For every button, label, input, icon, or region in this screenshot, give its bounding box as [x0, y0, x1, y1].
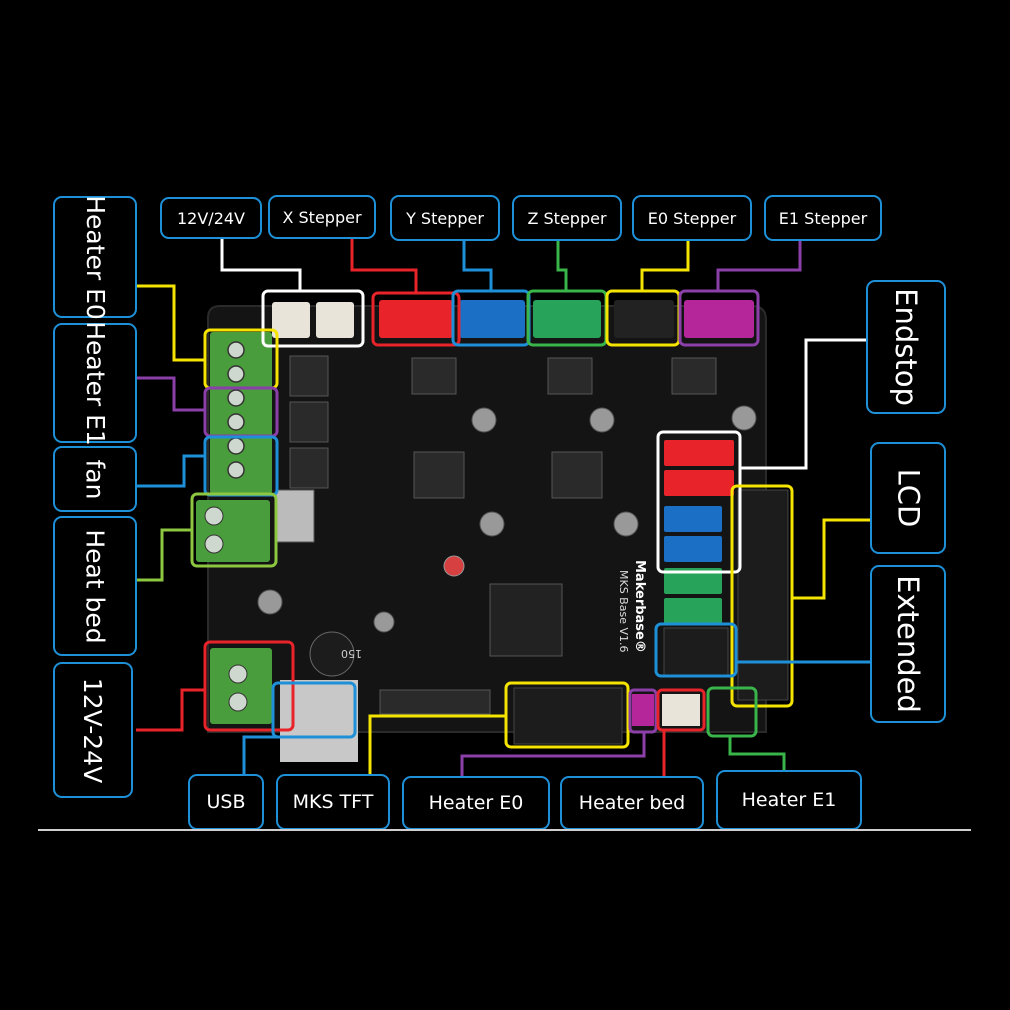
leader-z-stepper: [556, 240, 568, 291]
label-y-stepper: Y Stepper: [390, 195, 500, 241]
board-components: [257, 355, 757, 715]
inductor-text: 150: [341, 647, 362, 660]
label-left-heater-e1-text: Heater E1: [80, 320, 110, 446]
leader-x-stepper: [350, 238, 418, 293]
top-connectors: [272, 300, 754, 338]
leader-power: [136, 688, 205, 732]
label-left-heater-e0: Heater E0: [53, 194, 137, 320]
label-e0-stepper-text: E0 Stepper: [647, 208, 737, 228]
leader-heater-e1-bottom: [728, 736, 786, 772]
y-stepper-connector: [459, 300, 525, 338]
label-top-power: 12V/24V: [160, 197, 262, 239]
leader-e0-stepper: [640, 240, 690, 291]
power-connector-1: [272, 302, 310, 338]
leader-heat-bed: [136, 528, 192, 582]
label-bottom-heater-e0: Heater E0: [402, 776, 550, 830]
leader-top-power: [220, 238, 302, 291]
label-mks-tft: MKS TFT: [276, 774, 390, 830]
baseline-divider: [38, 829, 971, 831]
label-e1-stepper: E1 Stepper: [764, 195, 882, 241]
label-mks-tft-text: MKS TFT: [292, 791, 374, 813]
leader-endstop: [740, 338, 866, 470]
label-e0-stepper: E0 Stepper: [632, 195, 752, 241]
board-brand-text: Makerbase®: [632, 560, 647, 653]
highlight-boxes: [190, 289, 794, 749]
terminal-block-power: [210, 648, 272, 724]
label-right-extended-text: Extended: [891, 575, 925, 713]
label-left-heat-bed-text: Heat bed: [80, 528, 110, 644]
highlight-extended: [654, 622, 738, 678]
label-left-heater-e1: Heater E1: [53, 320, 137, 446]
bottom-heater-connector: [662, 694, 700, 726]
board-model-text: MKS Base V1.6: [617, 570, 630, 652]
highlight-heater-bed-bottom: [656, 688, 706, 732]
power-connector-2: [316, 302, 354, 338]
label-x-stepper-text: X Stepper: [282, 207, 362, 227]
leader-fan: [136, 454, 205, 488]
leader-usb: [242, 735, 320, 776]
label-left-fan: fan: [53, 446, 137, 512]
highlight-endstop: [656, 430, 742, 574]
e1-stepper-connector: [684, 300, 754, 338]
leader-lines: [136, 238, 870, 776]
leader-e1-stepper: [716, 240, 802, 291]
leader-heater-e1: [136, 376, 205, 412]
label-x-stepper: X Stepper: [268, 195, 376, 239]
lcd-header: [737, 489, 789, 701]
leader-y-stepper: [462, 240, 493, 291]
highlight-power: [203, 640, 295, 732]
label-left-power-text: 12V-24V: [78, 677, 108, 783]
label-left-heat-bed: Heat bed: [53, 516, 137, 656]
bottom-heater-e0-connector: [632, 694, 654, 726]
endstop-connectors: [664, 440, 734, 624]
extended-header: [663, 627, 729, 677]
label-right-endstop-text: Endstop: [889, 288, 923, 406]
label-bottom-heater-e0-text: Heater E0: [428, 792, 524, 814]
leader-lcd: [792, 518, 870, 600]
label-left-heater-e0-text: Heater E0: [80, 194, 110, 320]
label-right-lcd: LCD: [870, 442, 946, 554]
terminal-block-outputs: [210, 332, 272, 494]
label-e1-stepper-text: E1 Stepper: [778, 208, 868, 228]
label-bottom-heater-bed-text: Heater bed: [578, 792, 686, 814]
label-right-endstop: Endstop: [866, 280, 946, 414]
x-stepper-connector: [379, 300, 453, 338]
leader-mks-tft: [368, 714, 506, 776]
highlight-lcd: [730, 484, 794, 708]
label-z-stepper-text: Z Stepper: [527, 208, 607, 228]
label-top-power-text: 12V/24V: [177, 208, 245, 228]
label-z-stepper: Z Stepper: [512, 195, 622, 241]
mks-tft-header: [513, 687, 623, 745]
label-left-power: 12V-24V: [53, 662, 133, 798]
highlight-power-top: [261, 289, 365, 348]
label-usb: USB: [188, 774, 264, 830]
label-y-stepper-text: Y Stepper: [406, 208, 484, 228]
label-bottom-heater-bed: Heater bed: [560, 776, 704, 830]
z-stepper-connector: [533, 300, 601, 338]
terminal-block-heatbed: [196, 500, 270, 562]
label-right-extended: Extended: [870, 565, 946, 723]
label-right-lcd-text: LCD: [891, 468, 925, 528]
label-usb-text: USB: [206, 791, 246, 813]
e0-stepper-connector: [614, 300, 674, 338]
highlight-heater-e1-bottom: [706, 686, 758, 738]
leader-heater-e0: [136, 284, 205, 362]
label-left-fan-text: fan: [80, 459, 110, 499]
label-bottom-heater-e1: Heater E1: [716, 770, 862, 830]
leader-heater-e0-bottom: [460, 732, 646, 776]
label-bottom-heater-e1-text: Heater E1: [741, 789, 837, 811]
